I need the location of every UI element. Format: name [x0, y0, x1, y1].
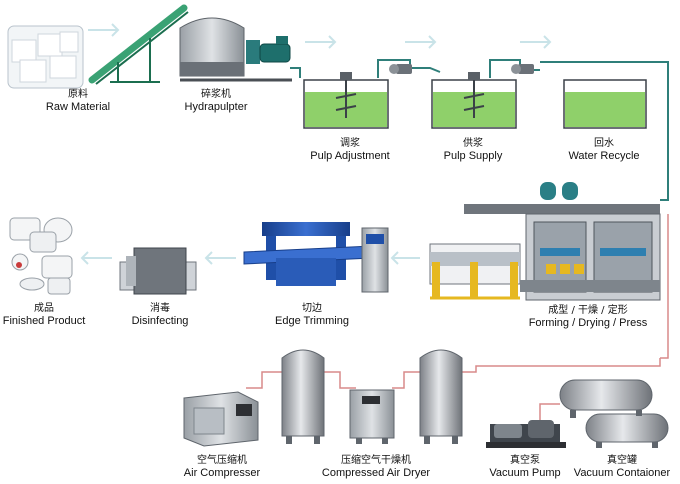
forming-label: 成型 / 干燥 / 定形 Forming / Drying / Press [528, 305, 648, 329]
raw-material-label: 原料 Raw Material [45, 89, 111, 113]
vacuum-container-label: 真空罐 Vacuum Contaioner [573, 455, 671, 479]
raw-material-image [7, 25, 84, 89]
finished-product-image [9, 217, 73, 295]
flow-arrow [204, 251, 236, 265]
vacuum-pump-label: 真空泵 Vacuum Pump [489, 455, 561, 479]
air-tank-right [419, 349, 463, 444]
vacuum-container-image [559, 379, 669, 448]
air-dryer-image [349, 389, 395, 444]
flow-arrows [80, 23, 552, 265]
edge-trimming-label: 切边 Edge Trimming [275, 303, 349, 327]
flow-arrow [405, 35, 437, 49]
pulp-adjustment-label: 调浆 Pulp Adjustment [310, 138, 390, 162]
hydrapulper-image [179, 17, 292, 82]
flow-arrow [80, 251, 112, 265]
flow-arrow [88, 23, 120, 37]
air-compressor-image [183, 391, 259, 447]
pulp-supply-tank [431, 72, 517, 129]
disinfecting-label: 消毒 Disinfecting [131, 303, 189, 327]
pulp-supply-label: 供浆 Pulp Supply [443, 138, 503, 162]
edge-trimming-image [243, 222, 389, 293]
air-dryer-label: 压缩空气干燥机 Compressed Air Dryer [321, 455, 431, 479]
flow-arrow [305, 35, 337, 49]
air-tank-left [281, 349, 325, 444]
flow-arrow [520, 35, 552, 49]
vacuum-pump-image [486, 420, 566, 448]
disinfecting-image [119, 247, 197, 295]
forming-machine-image [429, 182, 661, 301]
pulp-adjustment-tank [303, 72, 389, 129]
water-recycle-label: 回水 Water Recycle [568, 138, 640, 162]
flow-arrow [390, 251, 420, 265]
air-compressor-label: 空气压缩机 Air Compresser [183, 455, 261, 479]
hydrapulpter-label: 碎浆机 Hydrapulpter [184, 89, 248, 113]
pumps-top [389, 64, 534, 74]
water-recycle-tank [563, 79, 647, 129]
finished-product-label: 成品 Finished Product [2, 303, 86, 327]
conveyor-image [88, 4, 189, 85]
